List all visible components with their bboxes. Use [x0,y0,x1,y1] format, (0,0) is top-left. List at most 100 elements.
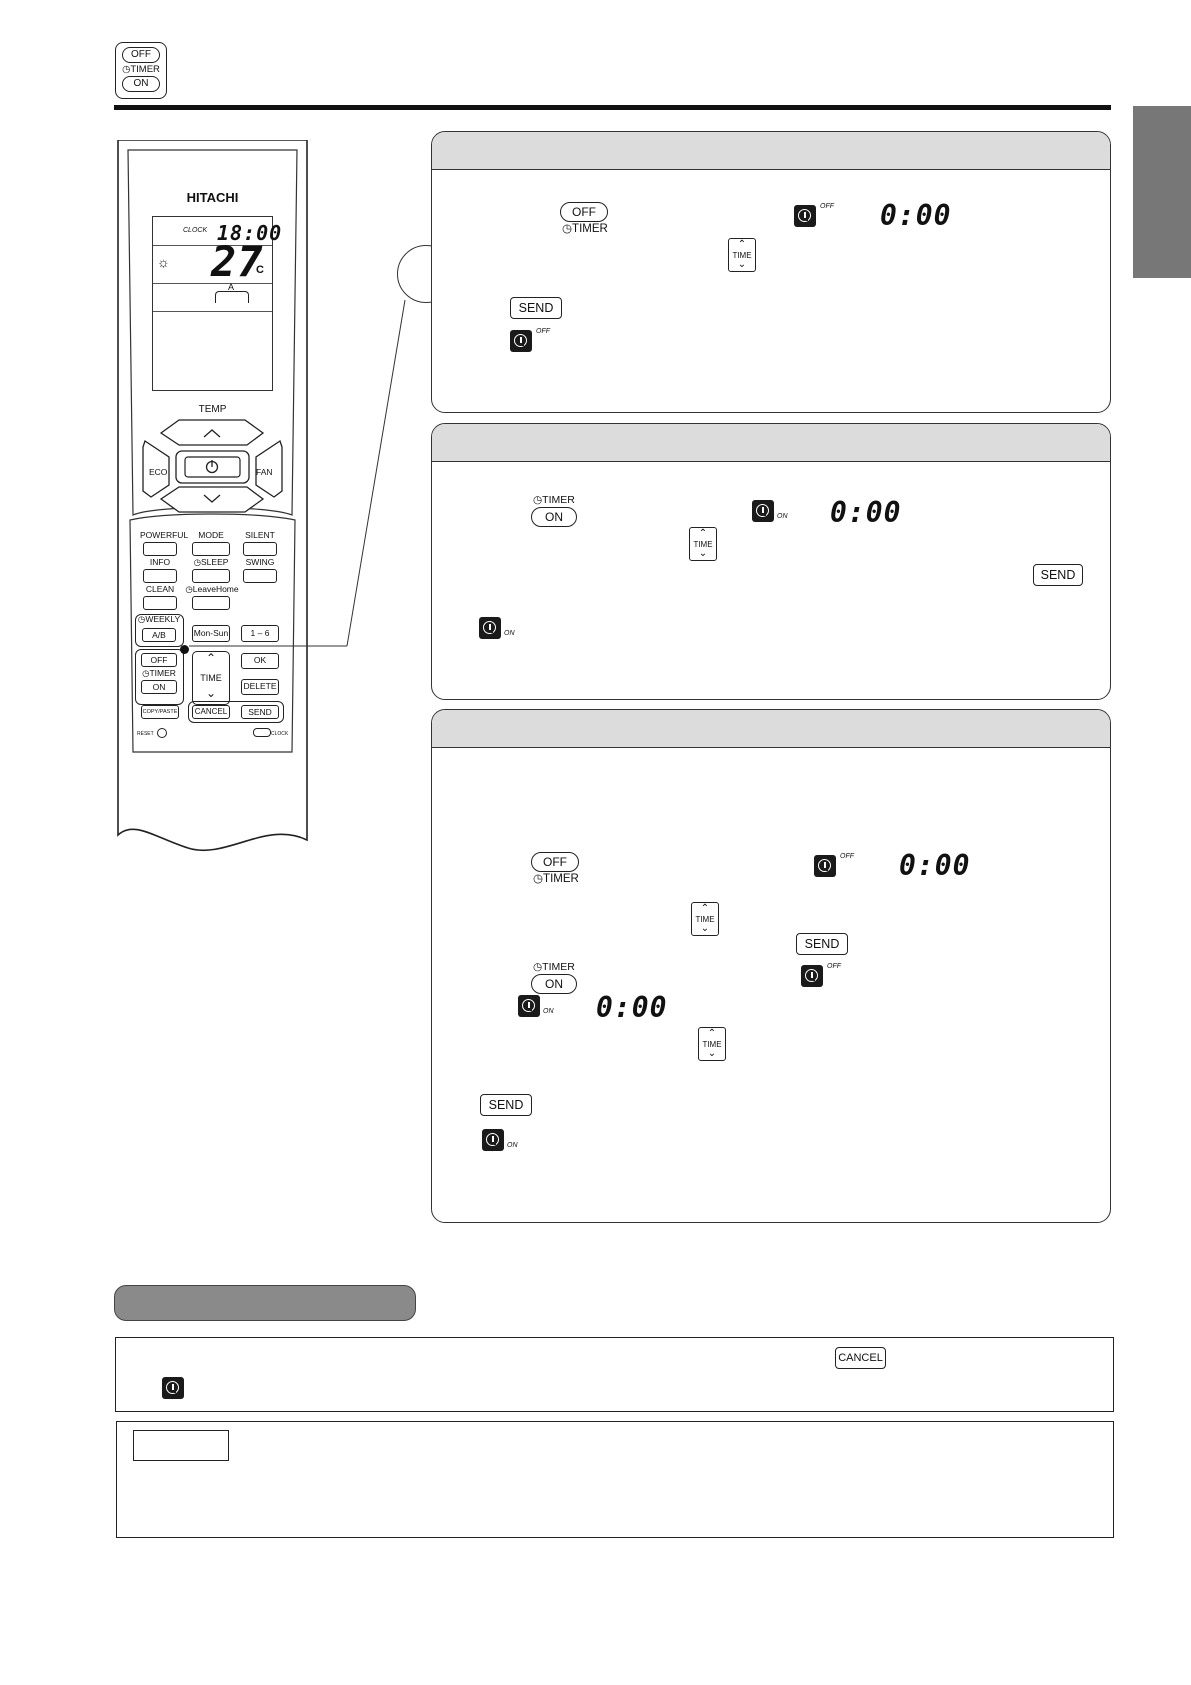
panel2-time-button[interactable]: ⌃ TIME ⌄ [689,527,717,561]
note-label-box [133,1430,229,1461]
off-superscript: OFF [840,853,854,860]
time-down-icon: ⌄ [700,923,710,934]
reset-button[interactable] [157,728,167,738]
panel1-off-button[interactable]: OFF [560,202,608,222]
info-button[interactable] [143,569,177,583]
panel2-send-button[interactable]: SEND [1033,564,1083,586]
header-timer-label: ◷TIMER [122,64,160,75]
panel2-on-button[interactable]: ON [531,507,577,527]
header-off-pill: OFF [122,47,160,63]
on-timer-indicator-icon [518,995,540,1017]
panel3-send-button-1[interactable]: SEND [796,933,848,955]
sun-icon: ☼ [157,254,170,270]
off-timer-indicator-icon [801,965,823,987]
cancel-section-pill-bar [114,1285,416,1321]
panel1-send-button[interactable]: SEND [510,297,562,319]
cancel-send-group [188,701,284,723]
copy-paste-button[interactable]: COPY/PASTE [141,705,179,719]
lcd-clock-time: 18:00 [217,221,283,245]
panel3-time-label-2: TIME [702,1040,722,1049]
label-leavehome: ◷LeaveHome [185,584,239,594]
eco-button-label[interactable]: ECO [149,467,168,477]
off-timer-indicator-icon [794,205,816,227]
off-superscript: OFF [820,203,834,210]
time-up-icon: ⌃ [698,528,708,539]
off-timer-indicator-icon [510,330,532,352]
swing-button[interactable] [243,569,277,583]
panel1-display-time: 0:00 [880,199,952,232]
panel3-timer-label-1: ◷TIMER [533,873,579,885]
on-subscript: ON [777,513,788,520]
panel3-time-button-2[interactable]: ⌃ TIME ⌄ [698,1027,726,1061]
mode-button[interactable] [192,542,230,556]
timer-header-icon: OFF ◷TIMER ON [115,42,167,99]
range-button[interactable]: 1 – 6 [241,625,279,642]
time-down-icon: ⌄ [698,548,708,559]
time-up-icon: ⌃ [707,1028,717,1039]
time-down-icon: ⌄ [205,686,217,700]
panel1-time-label: TIME [732,251,752,260]
clock-label: CLOCK [271,731,289,737]
on-timer-indicator-icon [479,617,501,639]
off-on-timer-panel: OFF ◷TIMER OFF 0:00 ⌃ TIME ⌄ SEND ◷TIMER… [431,709,1111,1223]
panel3-timer-label-2: ◷TIMER [533,961,575,973]
on-subscript: ON [543,1008,554,1015]
time-up-icon: ⌃ [700,903,710,914]
on-timer-panel-header [432,424,1110,462]
side-tab [1133,106,1191,278]
remote-brand: HITACHI [186,190,239,205]
silent-button[interactable] [243,542,277,556]
reset-label: RESET [137,731,154,737]
weekly-ab-button[interactable]: A/B [142,628,176,642]
panel2-time-label: TIME [693,540,713,549]
remote-send-button[interactable]: SEND [241,705,279,719]
clock-button[interactable] [253,728,271,737]
panel3-time-button-1[interactable]: ⌃ TIME ⌄ [691,902,719,936]
off-superscript: OFF [536,328,550,335]
ok-button[interactable]: OK [241,653,279,669]
airflow-icon [215,291,249,303]
remote-cancel-button[interactable]: CANCEL [192,705,230,719]
label-sleep: ◷SLEEP [193,557,229,567]
fan-button-label[interactable]: FAN [256,467,273,477]
cancel-info-box: CANCEL [115,1337,1114,1412]
timer-group [135,649,184,705]
label-swing: SWING [245,557,275,567]
time-up-icon: ⌃ [737,239,747,250]
label-clean: CLEAN [145,584,175,594]
panel3-display-time-1: 0:00 [899,849,971,882]
timer-pointer-dot [180,645,189,654]
clean-button[interactable] [143,596,177,610]
remote-timer-label: ◷TIMER [142,668,176,678]
powerful-button[interactable] [143,542,177,556]
temp-label: TEMP [198,404,227,415]
off-on-timer-panel-header [432,710,1110,748]
panel1-time-button[interactable]: ⌃ TIME ⌄ [728,238,756,272]
panel1-timer-label: ◷TIMER [562,223,608,235]
weekly-label: ◷WEEKLY [137,614,181,624]
time-down-icon: ⌄ [737,259,747,270]
timer-indicator-icon [162,1377,184,1399]
lcd-temp-value: 27 [211,237,264,286]
remote-time-label: TIME [200,673,222,683]
panel2-display-time: 0:00 [830,496,902,529]
remote-off-button[interactable]: OFF [141,653,177,667]
dpad [142,419,283,513]
mon-sun-button[interactable]: Mon-Sun [192,625,230,642]
header-rule [114,105,1111,110]
lcd-clock-label: CLOCK [183,227,208,234]
remote-on-button[interactable]: ON [141,680,177,694]
panel3-send-button-2[interactable]: SEND [480,1094,532,1116]
remote-time-button[interactable]: ⌃ TIME ⌄ [192,651,230,705]
label-powerful: POWERFUL [140,530,189,540]
on-subscript: ON [507,1142,518,1149]
sleep-button[interactable] [192,569,230,583]
panel3-on-button[interactable]: ON [531,974,577,994]
bottom-cancel-button[interactable]: CANCEL [835,1347,886,1369]
panel3-off-button[interactable]: OFF [531,852,579,872]
on-timer-indicator-icon [752,500,774,522]
leavehome-button[interactable] [192,596,230,610]
delete-button[interactable]: DELETE [241,679,279,695]
on-timer-panel: ◷TIMER ON ON 0:00 ⌃ TIME ⌄ SEND ON [431,423,1111,700]
